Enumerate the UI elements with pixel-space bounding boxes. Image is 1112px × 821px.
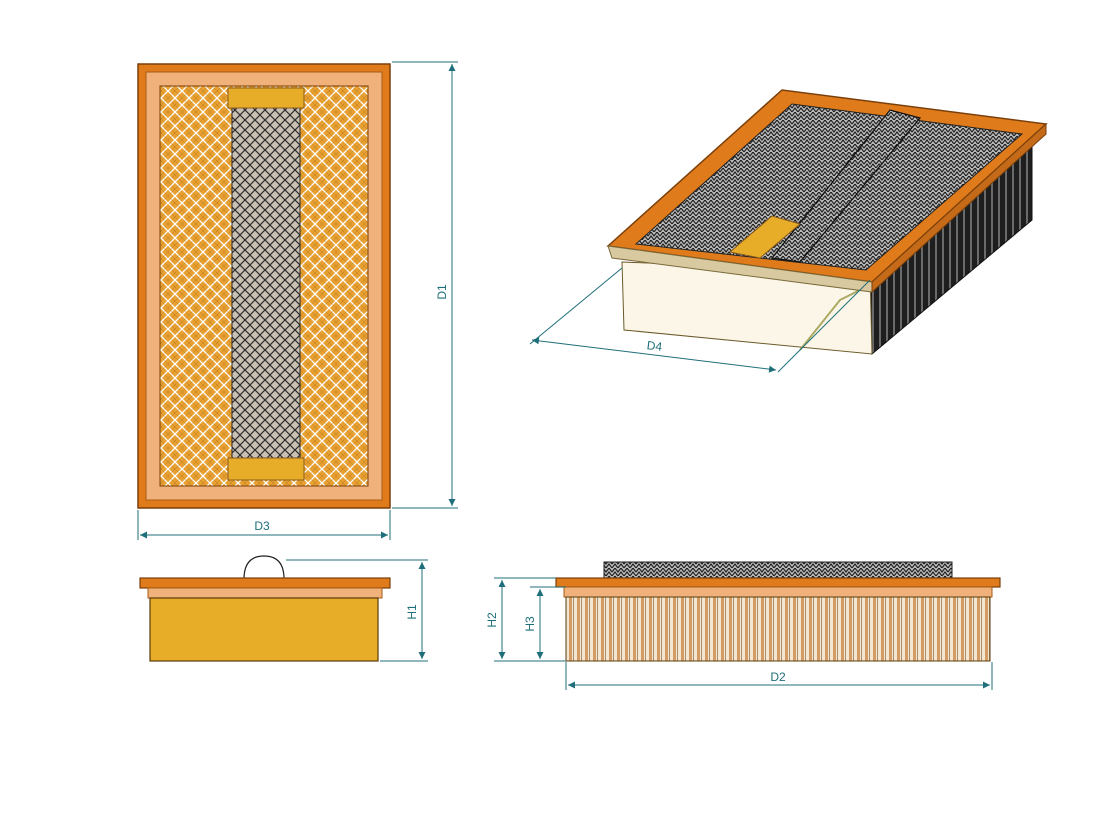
dimension-label-d3: D3 [254, 519, 270, 533]
dimension-label-h2: H2 [485, 612, 499, 628]
side-frame-lower [147, 587, 383, 599]
top-strip-cap-bottom [227, 457, 305, 481]
front-pleats [565, 596, 991, 662]
dimension-label-h1: H1 [405, 604, 419, 620]
dimension-label-d1: D1 [435, 284, 449, 300]
front-view [555, 561, 1001, 662]
top-strip-cap-top [227, 87, 305, 109]
top-center-strip [231, 107, 301, 459]
dimension-d2: D2 [565, 662, 993, 690]
dimension-h1: H1 [286, 559, 428, 662]
top-view [137, 63, 391, 509]
side-center-hump [243, 555, 285, 580]
side-view [139, 555, 391, 662]
dimension-h2: H2 [485, 577, 566, 662]
front-frame-lower [563, 586, 993, 598]
side-frame [139, 577, 391, 589]
dimension-label-d2: D2 [770, 670, 786, 684]
dimension-label-h3: H3 [523, 616, 537, 632]
iso-frame-right-edge [871, 122, 1047, 294]
dimension-h3: H3 [523, 586, 566, 659]
front-frame [555, 577, 1001, 588]
side-media-body [149, 597, 379, 662]
front-top-media [603, 561, 953, 580]
isometric-view [606, 89, 1048, 356]
dimension-d3: D3 [137, 510, 391, 540]
dimension-d1: D1 [392, 61, 458, 509]
iso-center-hump [770, 109, 922, 263]
iso-hump-cap [728, 215, 802, 259]
dimension-label-d4: D4 [646, 338, 663, 354]
dimension-d4: D4 [529, 267, 871, 373]
